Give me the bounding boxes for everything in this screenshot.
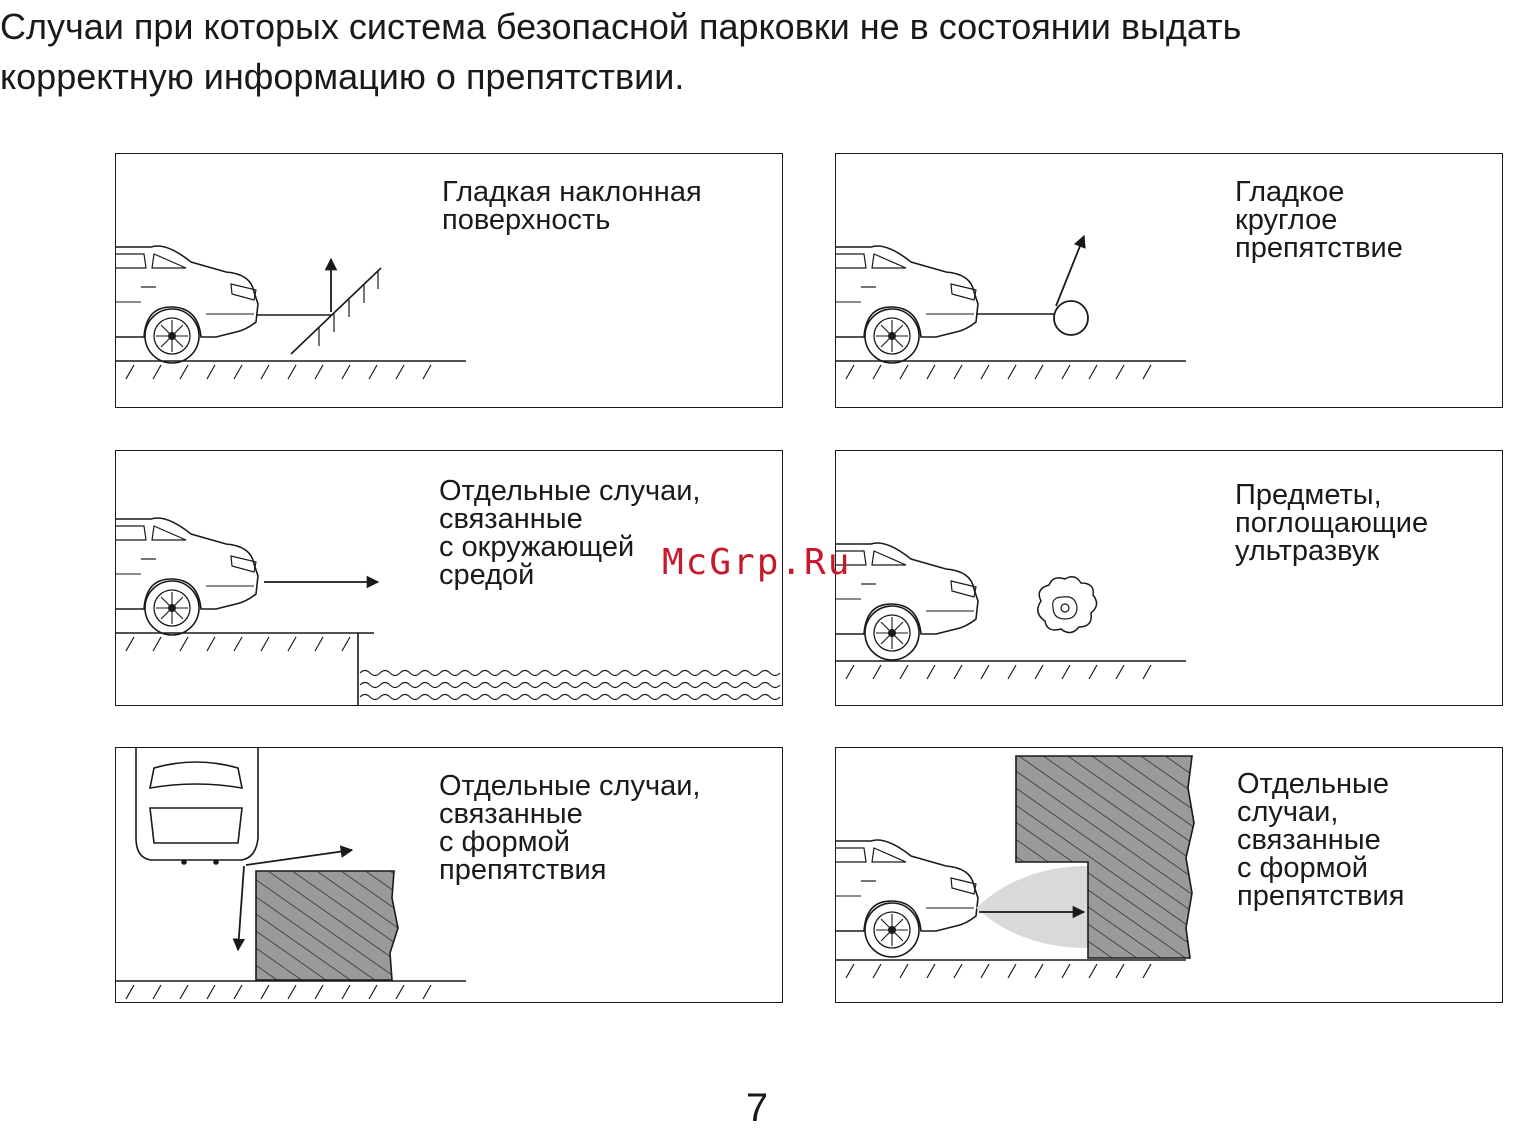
round-obstacle [1053,300,1089,336]
illustration-round-obstacle [836,234,1187,380]
hatched-obstacle [255,870,399,981]
caption-line: связанные [1237,824,1381,856]
reflection-arrow-right [245,845,354,866]
caption-line: Отдельные [1237,768,1389,800]
panel-caption: Предметы, поглощающие ультразвук [1235,479,1429,567]
panel-environment-cases: Отдельные случаи, связанные с окружающей… [115,450,783,706]
page-number: 7 [745,1086,769,1130]
caption-line: круглое [1235,204,1338,236]
panel-caption: Гладкое круглое препятствие [1235,176,1403,264]
panel-caption: Отдельные случаи, связанные с формой пре… [439,770,701,886]
overhang-obstacle [1015,755,1195,959]
illustration-overhang-obstacle [836,755,1195,979]
caption-line: препятствия [439,854,607,886]
page-heading: Случаи при которых система безопасной па… [0,2,1514,102]
water-waves [359,669,781,701]
panel-obstacle-shape-top-view: Отдельные случаи, связанные с формой пре… [115,747,783,1003]
illustration-obstacle-shape-topview [116,748,467,1000]
panel-caption: Отдельные случаи, связанные с окружающей… [439,475,701,591]
caption-line: Отдельные случаи, [439,475,701,507]
caption-line: связанные [439,798,583,830]
caption-line: связанные [439,503,583,535]
car-icon [116,245,259,364]
inclined-surface [290,267,382,355]
ground-hatch [116,360,467,380]
caption-line: с формой [1237,852,1368,884]
car-icon [116,517,259,636]
caption-line: случаи, [1237,796,1339,828]
ground-hatch [836,959,1187,979]
caption-line: препятствие [1235,232,1403,264]
panel-caption: Отдельные случаи, связанные с формой пре… [1237,768,1405,912]
panel-smooth-inclined-surface: Гладкая наклонная поверхность [115,153,783,408]
caption-line: поглощающие [1235,507,1429,539]
caption-line: средой [439,559,535,591]
caption-line: ультразвук [1235,535,1380,567]
caption-line: с формой [439,826,570,858]
caption-line: Предметы, [1235,479,1382,511]
car-icon [836,542,979,661]
caption-line: поверхность [442,204,611,236]
car-top-view-icon [135,748,259,865]
ground-hatch [836,360,1187,380]
sensor-beam-cone [976,866,1088,948]
ground-hatch [836,660,1187,680]
panel-smooth-round-obstacle: Гладкое круглое препятствие [835,153,1503,408]
deflection-arrow [1055,234,1086,307]
watermark: McGrp.Ru [662,542,852,583]
panel-ultrasound-absorbing: Предметы, поглощающие ультразвук [835,450,1503,706]
heading-line-2: корректную информацию о препятствии. [0,56,685,97]
panel-obstacle-shape-overhang: Отдельные случаи, связанные с формой пре… [835,747,1503,1003]
caption-line: Гладкая наклонная [442,176,702,208]
caption-line: с окружающей [439,531,635,563]
reflection-arrow-down [232,865,246,952]
illustration-environment [116,517,781,705]
caption-line: Гладкое [1235,176,1345,208]
heading-line-1: Случаи при которых система безопасной па… [0,6,1242,47]
caption-line: препятствия [1237,880,1405,912]
surface-hatch [318,271,379,346]
illustration-inclined-surface [116,245,467,380]
car-icon [836,245,979,364]
car-icon [836,839,979,958]
ground-hatch [116,632,374,705]
illustration-absorbing-object [836,542,1187,680]
caption-line: Отдельные случаи, [439,770,701,802]
panel-caption: Гладкая наклонная поверхность [442,176,702,236]
ground-hatch [116,980,467,1000]
